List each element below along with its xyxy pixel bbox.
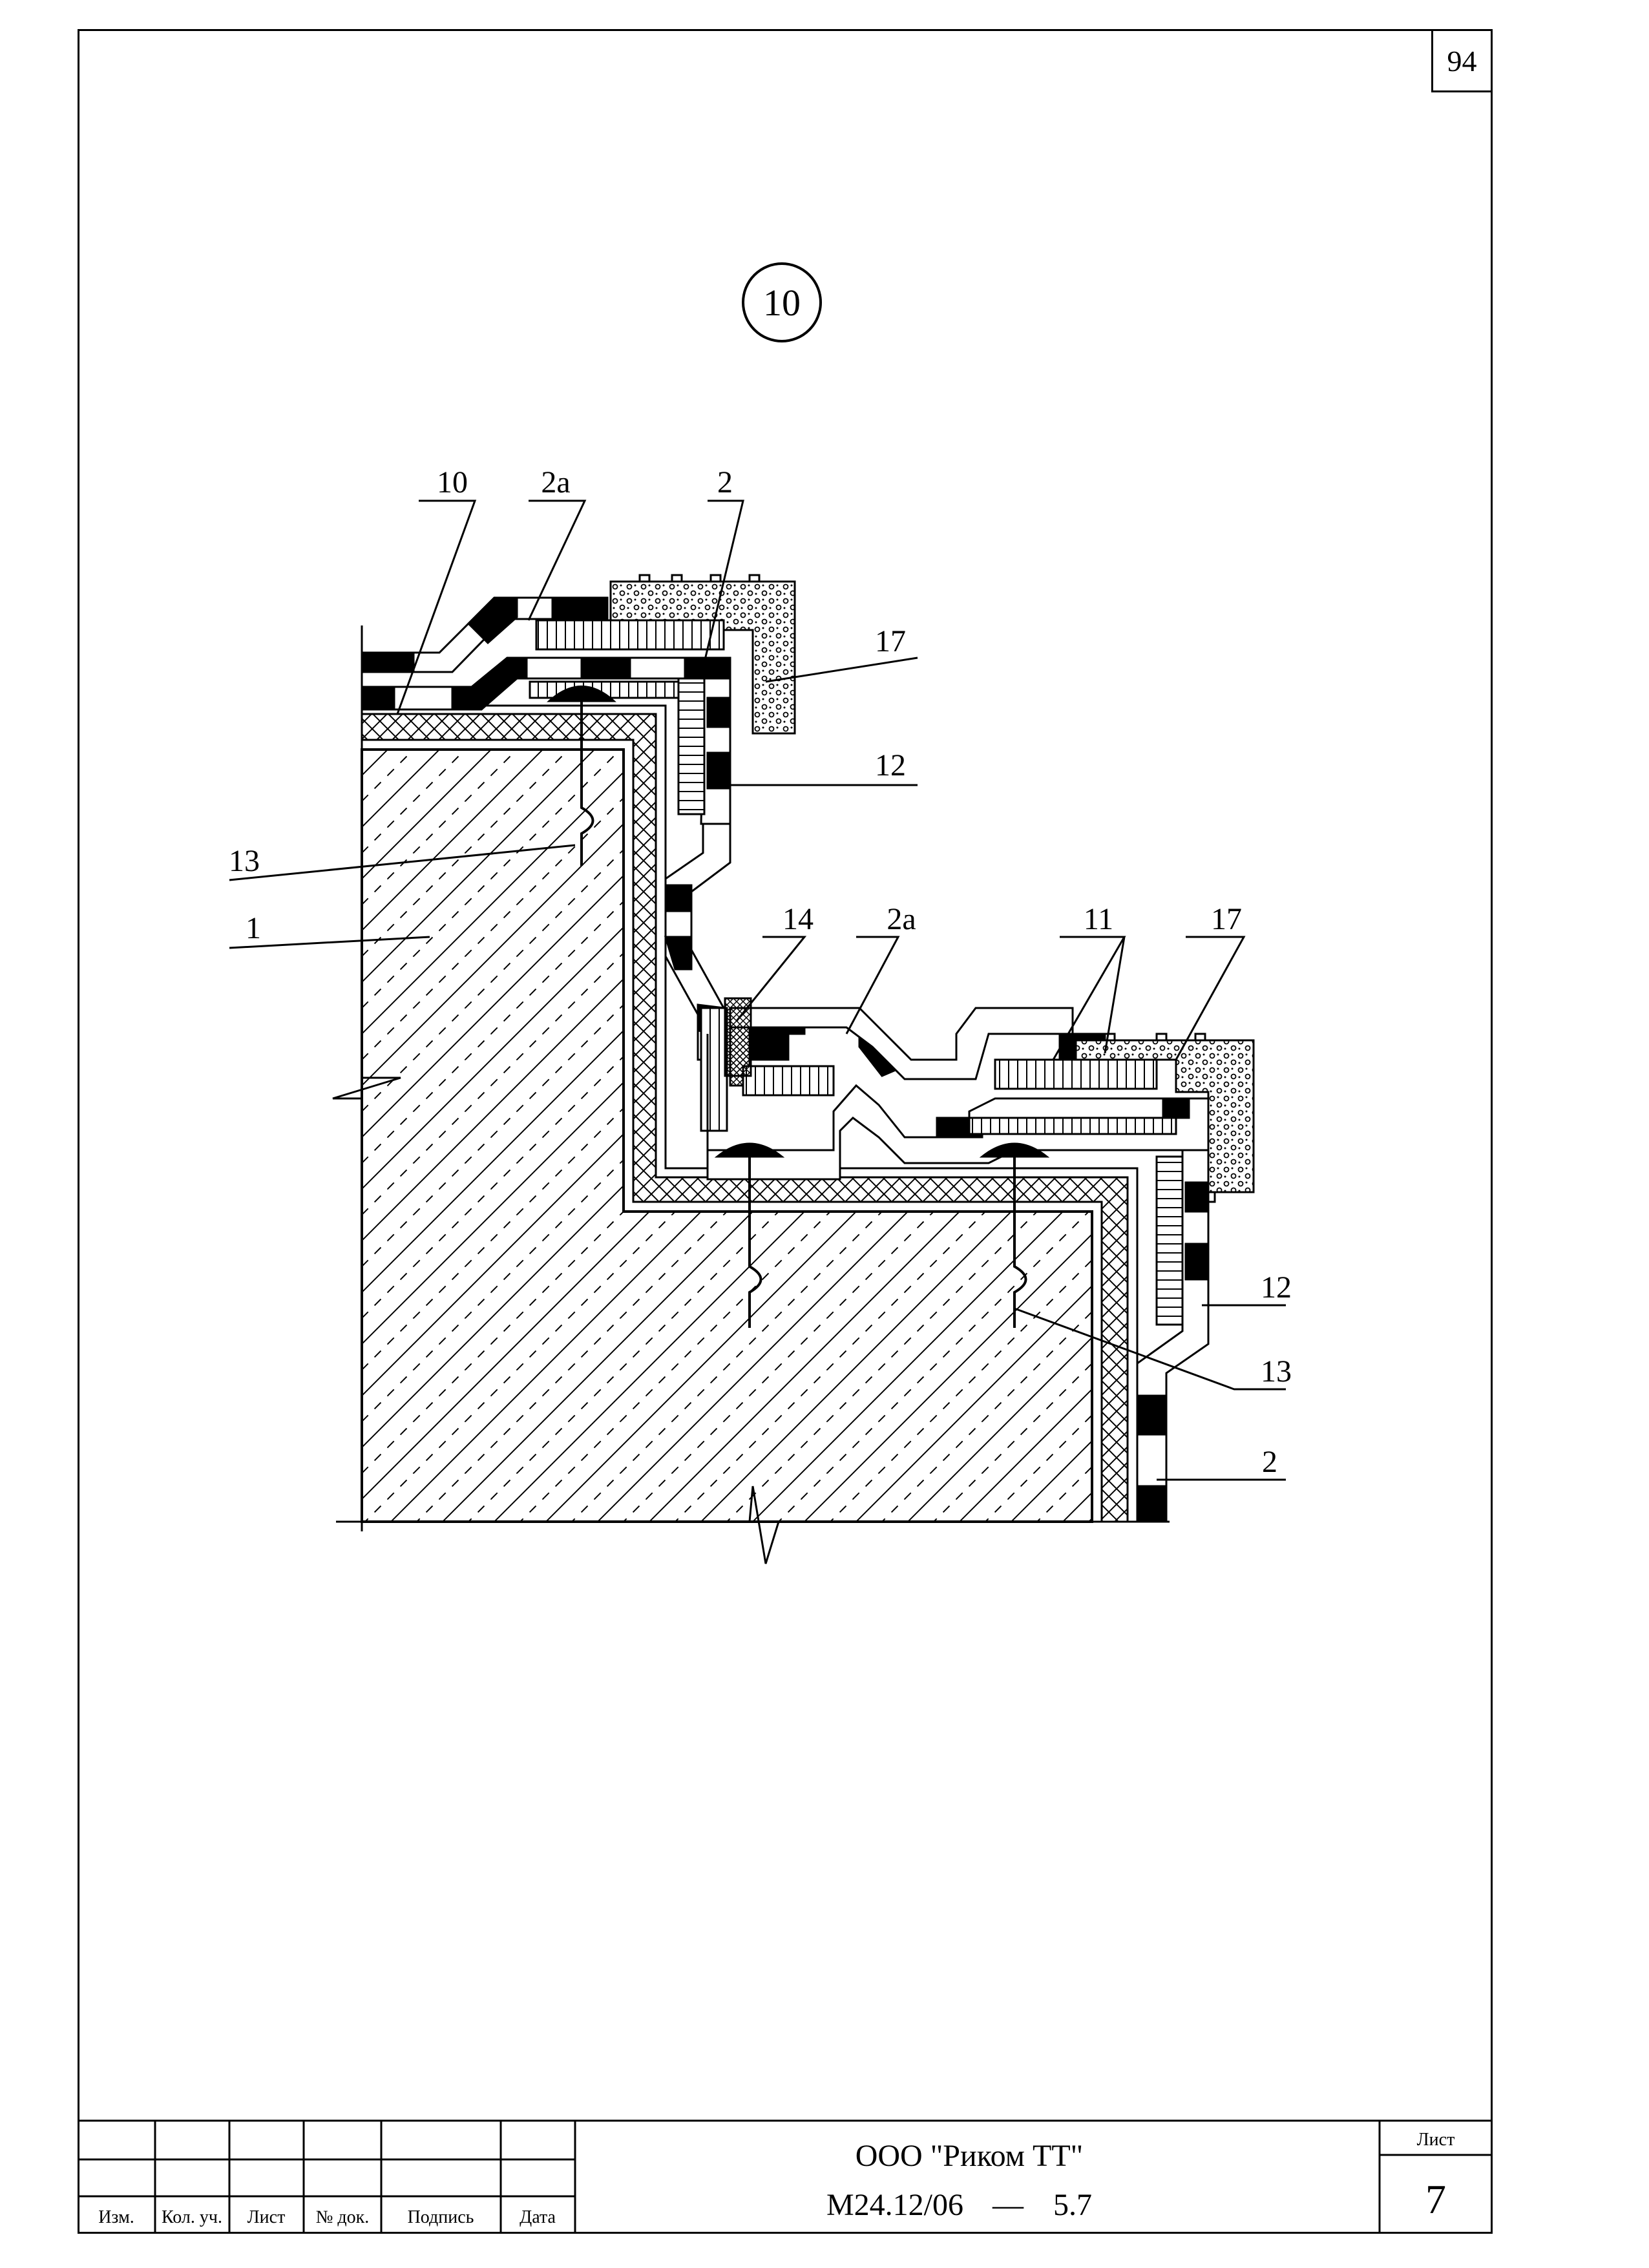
callout-1-left: 1 xyxy=(246,911,261,945)
sheet-number: 7 xyxy=(1425,2176,1446,2222)
sheet-corner-number: 94 xyxy=(1431,29,1493,92)
title-col-podpis: Подпись xyxy=(408,2207,474,2227)
leaders xyxy=(229,499,1286,1481)
callout-14-mid: 14 xyxy=(782,902,814,936)
sheet-frame xyxy=(78,29,1493,2234)
callout-2-right: 2 xyxy=(1262,1445,1277,1479)
break-line-left xyxy=(332,625,401,1531)
detail-marker-label: 10 xyxy=(763,282,801,324)
title-col-kol-uch: Кол. уч. xyxy=(162,2207,222,2227)
title-block xyxy=(78,2119,1493,2234)
callout-2a-mid: 2а xyxy=(887,902,916,936)
callout-12-right: 12 xyxy=(1261,1270,1292,1305)
mid-membrane xyxy=(700,997,1255,1523)
callout-17-mid: 17 xyxy=(1211,902,1242,936)
title-col-no-dok: № док. xyxy=(316,2207,370,2227)
callout-11-mid: 11 xyxy=(1084,902,1113,936)
title-col-data: Дата xyxy=(520,2207,556,2227)
company-name: ООО "Риком ТТ" xyxy=(856,2139,1084,2173)
break-line-bottom xyxy=(336,1486,1170,1564)
anchors xyxy=(580,701,1027,1328)
callout-12-top: 12 xyxy=(875,748,906,782)
upper-membrane xyxy=(361,574,796,825)
outer-line xyxy=(362,704,1139,1522)
document-section: 5.7 xyxy=(1053,2188,1092,2222)
document-code: М24.12/06 xyxy=(826,2188,963,2222)
callout-2a-top: 2а xyxy=(541,465,570,499)
title-col-list: Лист xyxy=(247,2207,286,2227)
sheet-label: Лист xyxy=(1417,2130,1455,2150)
callout-2-top: 2 xyxy=(717,465,733,499)
callout-13-right: 13 xyxy=(1261,1354,1292,1389)
title-col-izm: Изм. xyxy=(98,2207,134,2227)
callout-10-top: 10 xyxy=(437,465,468,499)
document-dash: — xyxy=(992,2188,1024,2222)
detail-marker-circle xyxy=(742,262,822,342)
callout-13-left: 13 xyxy=(229,844,260,878)
callout-17-top: 17 xyxy=(875,624,906,658)
